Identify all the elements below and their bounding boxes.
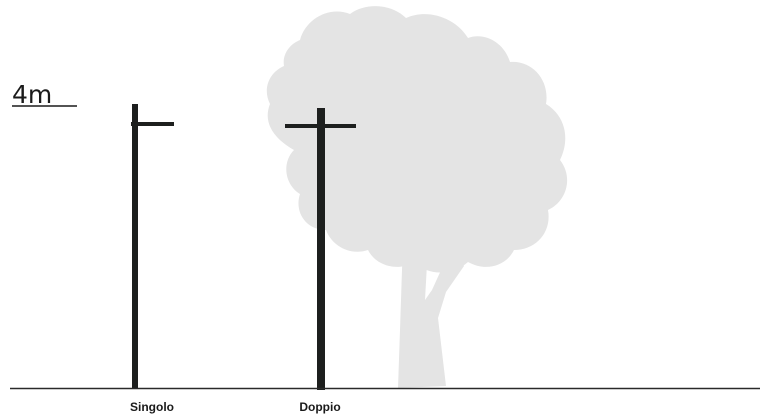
pole-doppio-arm — [285, 124, 356, 128]
pole-doppio-label: Doppio — [299, 400, 340, 414]
height-marker-label: 4m — [12, 80, 52, 109]
pole-doppio-shaft — [317, 108, 325, 390]
tree-silhouette — [266, 6, 568, 388]
pole-doppio: Doppio — [285, 108, 356, 414]
pole-singolo-label: Singolo — [130, 400, 174, 414]
tree-crown — [266, 6, 568, 273]
pole-singolo: Singolo — [130, 104, 174, 414]
height-marker: 4m — [12, 80, 77, 109]
pole-singolo-shaft — [132, 104, 138, 388]
tree-trunk — [398, 236, 464, 388]
pole-singolo-arm — [131, 122, 174, 126]
